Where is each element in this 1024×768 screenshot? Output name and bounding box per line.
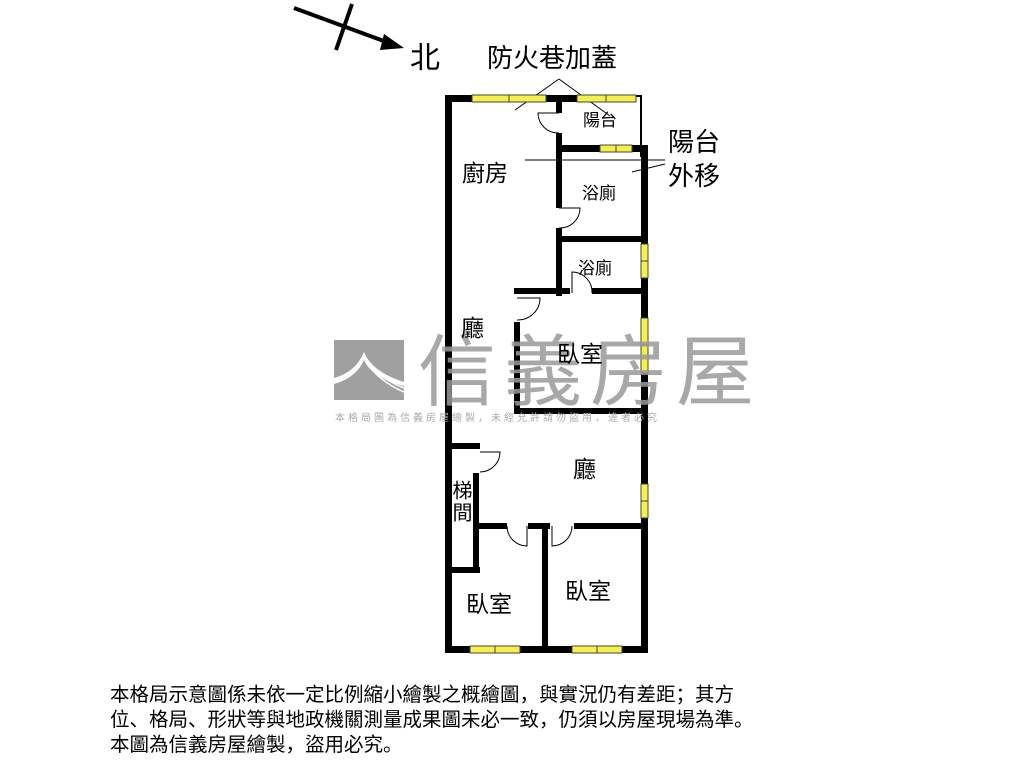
north-label: 北 (410, 41, 440, 76)
balcony-moved-annotation-line2: 外移 (668, 162, 721, 192)
room-label-bedroom-lower-right: 臥室 (565, 579, 611, 605)
room-label-balcony: 陽台 (583, 111, 617, 131)
disclaimer: 本格局示意圖係未依一定比例縮小繪製之概繪圖，與實況仍有差距；其方 位、格局、形狀… (110, 682, 754, 757)
room-label-bathroom-upper: 浴廁 (582, 184, 616, 204)
disclaimer-line-1: 本格局示意圖係未依一定比例縮小繪製之概繪圖，與實況仍有差距；其方 (110, 683, 735, 706)
doors (479, 112, 593, 547)
fire-lane-annotation: 防火巷加蓋 (487, 44, 618, 74)
brand-logo-icon (334, 340, 405, 400)
disclaimer-line-2: 位、格局、形狀等與地政機關測量成果圖未必一致，仍須以房屋現場為準。 (110, 708, 754, 731)
balcony-moved-annotation-line1: 陽台 (668, 128, 721, 158)
room-label-living-lower: 廳 (573, 457, 596, 483)
windows (469, 94, 649, 654)
watermark-brand: 信義房屋 (418, 328, 763, 418)
north-arrow-icon (293, 3, 404, 51)
room-label-kitchen: 廚房 (462, 161, 508, 187)
room-label-bathroom-lower: 浴廁 (578, 259, 612, 279)
watermark-notice: 本格局圖為信義房屋繪製，未經允許請勿盜用，違者必究 (335, 413, 660, 424)
room-label-bedroom-upper: 臥室 (557, 342, 603, 368)
room-label-bedroom-lower-left: 臥室 (466, 592, 512, 618)
disclaimer-line-3: 本圖為信義房屋繪製，盜用必究。 (110, 733, 403, 756)
room-label-stairwell: 梯間 (449, 480, 473, 524)
room-label-living-upper: 廳 (461, 316, 484, 342)
